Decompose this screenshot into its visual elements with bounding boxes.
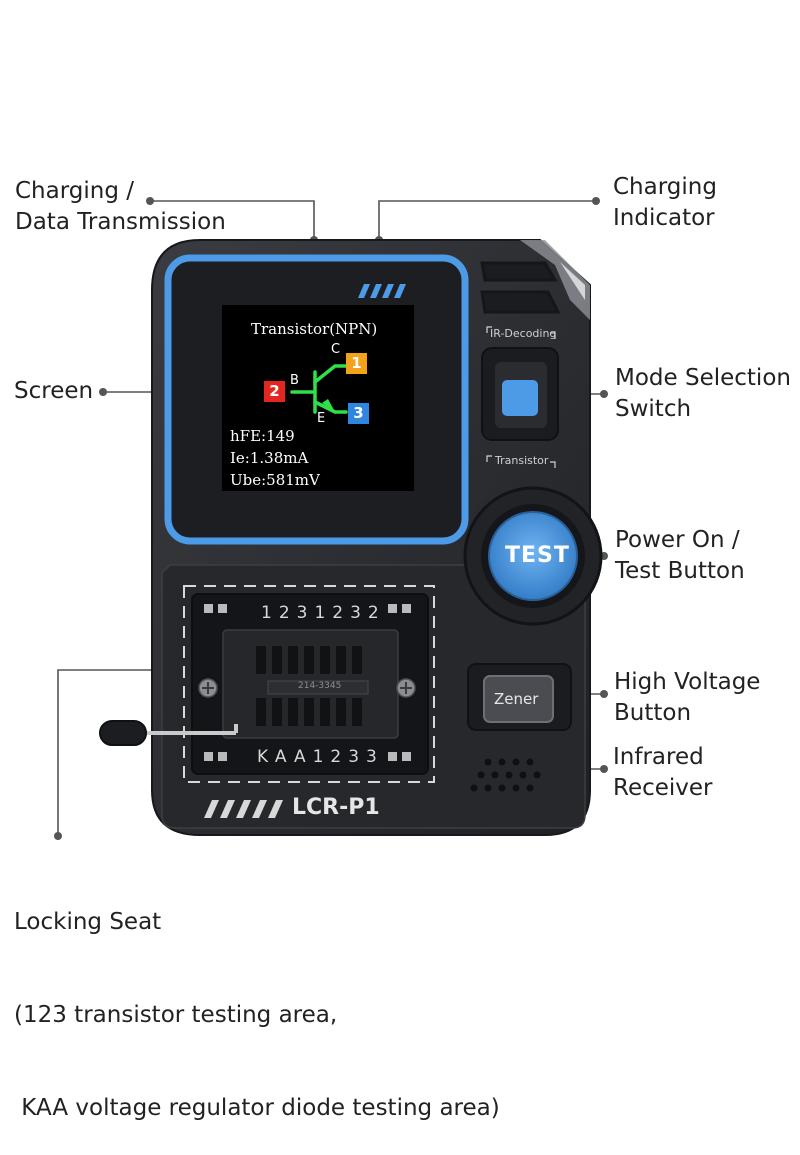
callout-locking-seat: Locking Seat (123 transistor testing are…: [14, 909, 500, 1121]
mode-switch-knob: [502, 380, 538, 416]
corner-bevel: [520, 240, 590, 320]
socket-code: 214-3345: [298, 681, 342, 691]
callout-high-voltage: High Voltage Button: [614, 669, 761, 726]
pin-1-badge: 1: [346, 353, 367, 374]
zener-button-label[interactable]: Zener: [494, 690, 539, 708]
screw-icon: [396, 678, 416, 698]
screw-icon: [198, 678, 218, 698]
callout-power-test: Power On / Test Button: [615, 527, 745, 584]
pin-pads: [204, 604, 411, 761]
test-button-label[interactable]: TEST: [505, 543, 570, 568]
zif-slots: [256, 646, 362, 726]
pin-c-label: C: [331, 342, 341, 357]
hfe-readout: hFE:149: [230, 427, 295, 445]
test-button: [488, 511, 578, 601]
logo-stripes: [204, 800, 283, 818]
bottom-pin-labels: KAA1233: [257, 747, 384, 767]
callout-mode-switch: Mode Selection Switch: [615, 365, 791, 422]
top-slots: [480, 261, 561, 314]
zener-button: [483, 675, 554, 723]
lever-handle: [99, 720, 147, 746]
model-name: LCR-P1: [292, 795, 380, 820]
callout-infrared: Infrared Receiver: [613, 744, 713, 801]
lcd-screen: [222, 305, 414, 491]
switch-top-label: IR-Decoding: [490, 327, 557, 340]
callout-charging-indicator: Charging Indicator: [613, 174, 717, 231]
device-illustration: [54, 197, 608, 840]
pin-e-label: E: [317, 411, 326, 426]
top-pin-numbers: 1231232: [261, 603, 386, 623]
mode-switch-housing: [481, 347, 559, 441]
pin-3-badge: 3: [348, 403, 369, 424]
locking-seat-outline: [183, 585, 435, 783]
pin-b-label: B: [290, 373, 299, 388]
screen-title: Transistor(NPN): [251, 320, 378, 338]
ie-readout: Ie:1.38mA: [230, 449, 309, 467]
stripes-decor: [358, 284, 406, 298]
callout-screen: Screen: [14, 378, 94, 404]
callout-charging-data: Charging / Data Transmission: [15, 178, 226, 235]
switch-bottom-label: Transistor: [495, 454, 549, 467]
ube-readout: Ube:581mV: [230, 471, 320, 489]
ir-holes: [470, 758, 541, 792]
pin-2-badge: 2: [264, 381, 285, 402]
